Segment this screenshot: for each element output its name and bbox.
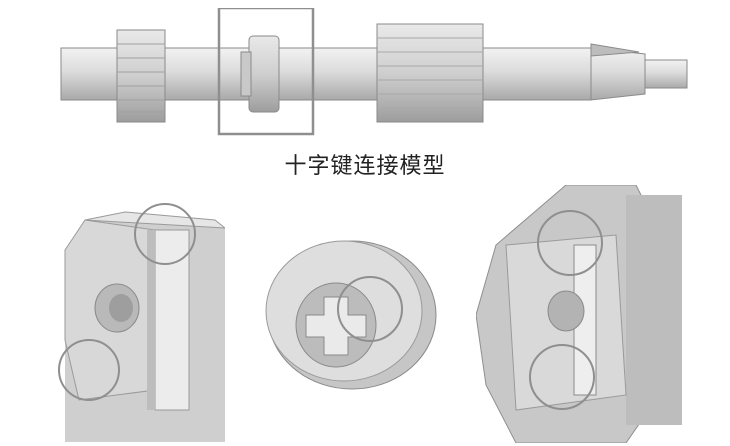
figure-caption: 十字键连接模型 xyxy=(284,154,446,179)
shaft-assembly-view xyxy=(60,8,688,136)
coupling-collar xyxy=(248,35,280,113)
hub-bore xyxy=(547,290,585,332)
callout-circle-top xyxy=(134,203,196,265)
left-gear xyxy=(116,29,166,123)
right-gear xyxy=(376,23,484,123)
sprocket-hub-key-detail xyxy=(476,185,682,443)
callout-circle xyxy=(337,276,403,342)
keyway-slot xyxy=(154,229,190,411)
highlight-box xyxy=(217,8,315,136)
callout-circle-top xyxy=(537,210,603,276)
callout-circle-bottom xyxy=(529,344,595,410)
shaft-end-keyway-detail xyxy=(58,203,225,442)
callout-circle-bottom xyxy=(58,339,120,401)
coupling-sleeve-cross-slot-detail xyxy=(265,240,437,390)
